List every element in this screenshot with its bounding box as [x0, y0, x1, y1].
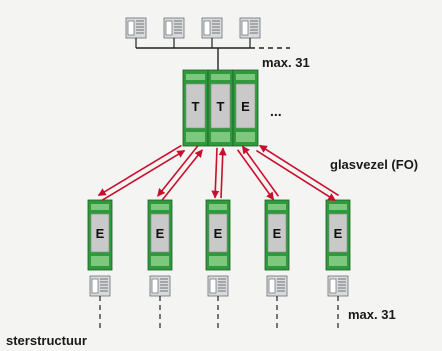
remote-module-5: E [325, 199, 351, 271]
central-module-2: T [207, 69, 234, 147]
remote-io-device-3 [207, 275, 229, 297]
remote-io-device-4 [266, 275, 288, 297]
max-devices-bottom-label: max. 31 [348, 307, 396, 322]
fiber-arrow-up-5 [258, 144, 340, 197]
fiber-arrow-up-4 [241, 145, 280, 197]
remote-module-5-letter: E [334, 226, 343, 241]
top-io-device-1 [125, 17, 147, 39]
central-module-3: E [232, 69, 259, 147]
remote-module-4: E [264, 199, 290, 271]
central-module-3-letter: E [241, 99, 250, 114]
remote-module-3-letter: E [214, 226, 223, 241]
fiber-arrow-up-1 [101, 149, 186, 202]
remote-io-device-1 [89, 275, 111, 297]
remote-module-4-letter: E [273, 226, 282, 241]
top-io-device-4 [239, 17, 261, 39]
fiber-optic-label: glasvezel (FO) [330, 157, 419, 172]
remote-module-3: E [205, 199, 231, 271]
remote-module-1: E [87, 199, 113, 271]
fiber-arrow-up-2 [161, 149, 203, 201]
fiber-arrow-down-4 [236, 149, 275, 201]
remote-io-device-2 [149, 275, 171, 297]
central-module-1-letter: T [192, 99, 200, 114]
top-io-device-2 [163, 17, 185, 39]
max-devices-top-label: max. 31 [262, 55, 310, 70]
top-io-device-3 [201, 17, 223, 39]
fiber-arrow-down-1 [97, 144, 182, 197]
remote-module-1-letter: E [96, 226, 105, 241]
more-modules-ellipsis: ... [270, 103, 282, 119]
remote-io-device-5 [327, 275, 349, 297]
fiber-arrow-down-5 [255, 149, 337, 202]
remote-module-2-letter: E [156, 226, 165, 241]
remote-module-2: E [147, 199, 173, 271]
fiber-arrow-down-2 [157, 145, 199, 197]
central-module-1: T [182, 69, 209, 147]
fiber-arrow-up-3 [218, 147, 227, 199]
fiber-arrow-down-3 [211, 147, 220, 199]
central-module-2-letter: T [217, 99, 225, 114]
topology-label: sterstructuur [6, 333, 87, 348]
